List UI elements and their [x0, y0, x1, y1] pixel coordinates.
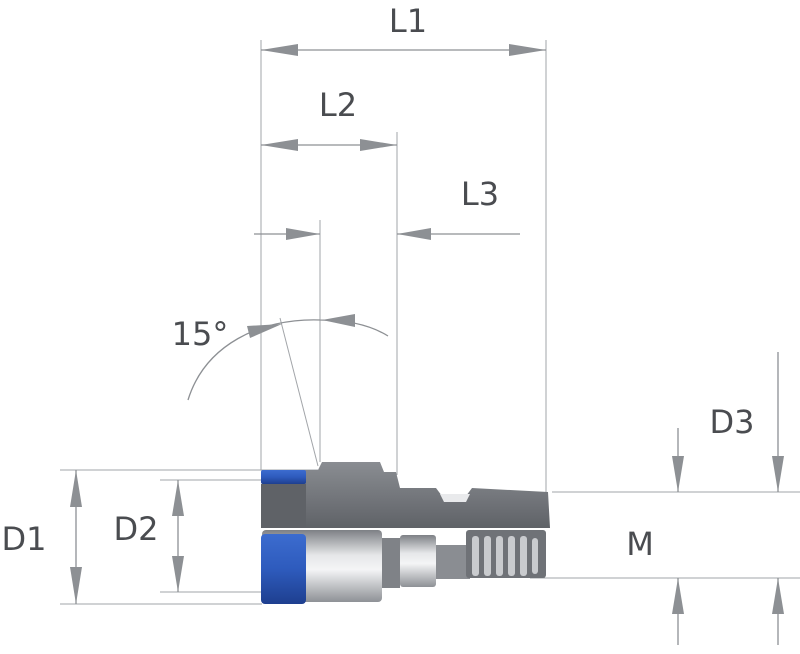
dimension-L2: L2: [261, 86, 397, 151]
label-D2: D2: [114, 510, 159, 548]
flange-bottom-blue: [261, 534, 306, 604]
label-D1: D1: [2, 520, 47, 558]
label-L3: L3: [461, 175, 499, 213]
dimension-M: M: [626, 428, 684, 645]
label-angle: 15°: [172, 315, 229, 353]
dimension-D2: D2: [114, 480, 184, 592]
dimension-D3: D3: [710, 352, 784, 645]
dimension-L1: L1: [261, 2, 546, 56]
extension-lines: [60, 40, 800, 605]
label-L1: L1: [389, 2, 427, 40]
thread-teeth: [472, 536, 538, 576]
label-L2: L2: [319, 86, 357, 124]
pull-stud-part: [261, 462, 550, 604]
label-D3: D3: [710, 403, 755, 441]
label-M: M: [626, 525, 654, 563]
flange-top-blue: [261, 470, 306, 484]
dimension-angle: 15°: [172, 314, 389, 401]
dimension-L3: L3: [254, 175, 520, 240]
dimension-D1: D1: [2, 470, 82, 604]
